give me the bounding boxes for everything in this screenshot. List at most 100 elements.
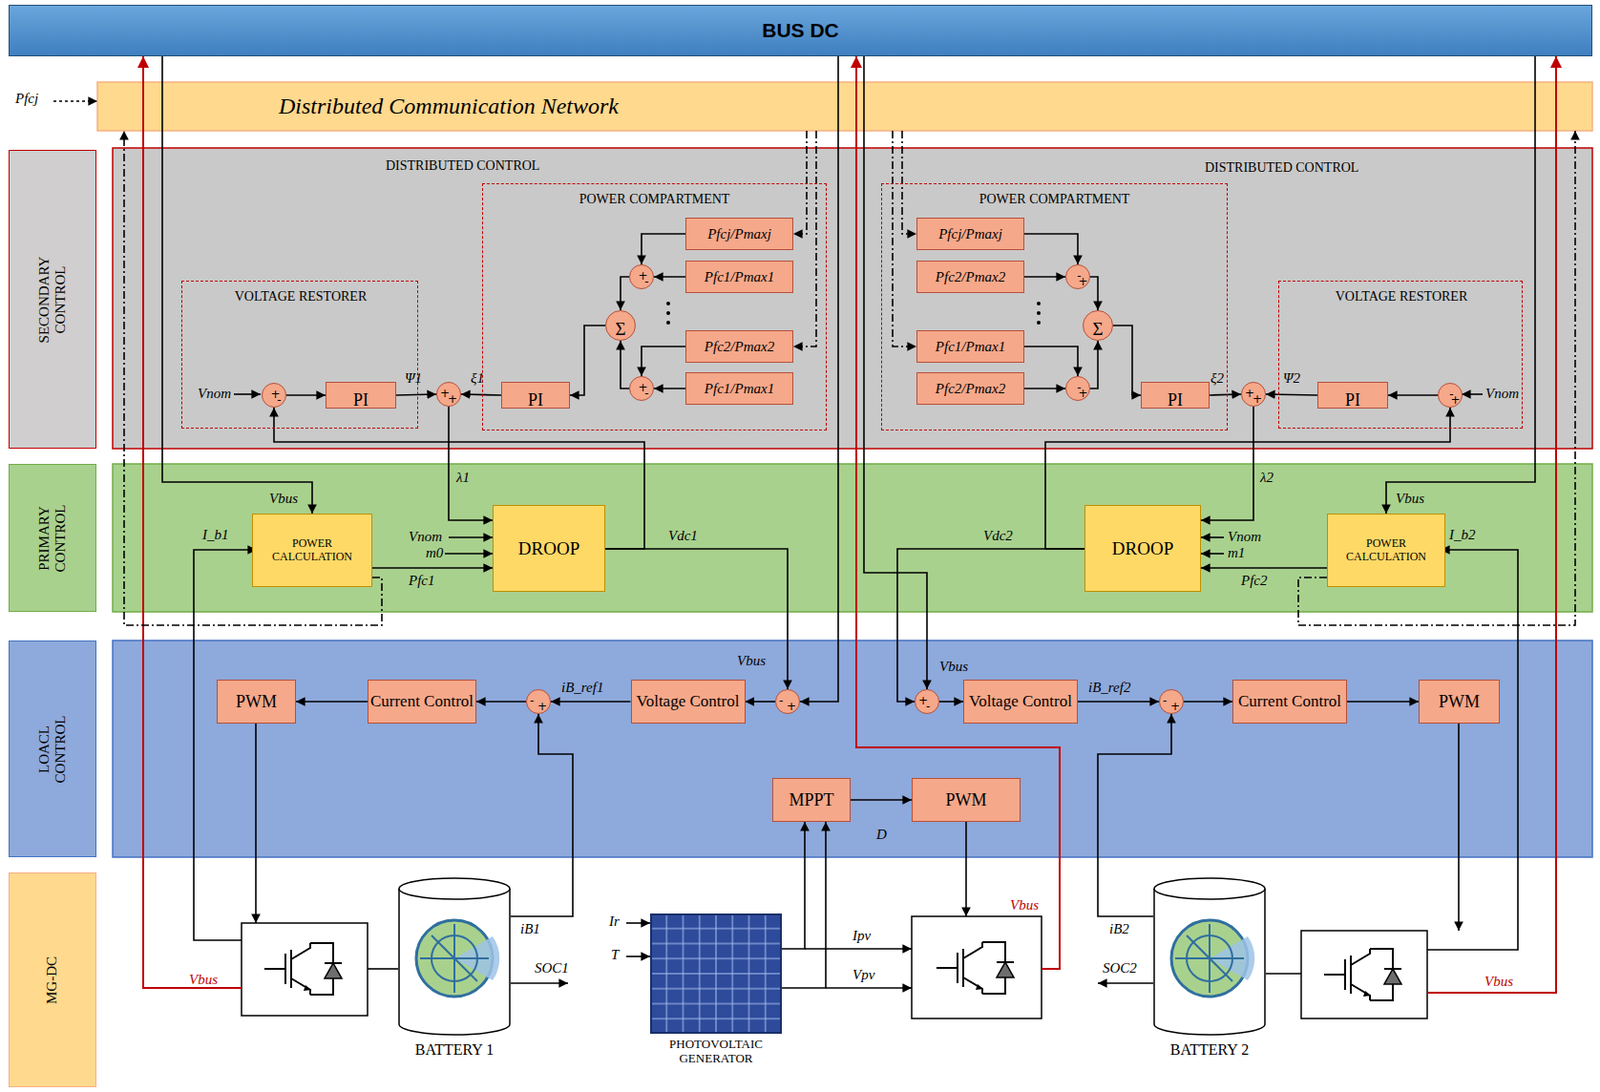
node-text: + — [1252, 393, 1263, 405]
node-text: DROOP — [518, 538, 580, 560]
signal-connector — [1024, 346, 1078, 377]
node-text: - — [273, 394, 286, 406]
signal-label: Vdc2 — [983, 527, 1013, 545]
bus-power-lines — [143, 56, 1557, 993]
block-box: PI — [325, 381, 397, 409]
signal-connector — [1200, 567, 1327, 569]
ratio-box: Pfc1/Pmax1 — [685, 372, 794, 405]
signal-connector — [1024, 233, 1078, 265]
dashed-group: VOLTAGE RESTORER+-PI — [181, 280, 419, 429]
node-text: POWER COMPARTMENT — [882, 191, 1227, 208]
node-text: Pfcj/Pmaxj — [686, 226, 793, 243]
ratio-box: Pfc1/Pmax1 — [916, 330, 1025, 363]
ratio-box: Pfc1/Pmax1 — [685, 260, 794, 294]
signal-label: Vbus — [939, 658, 969, 675]
node-text: Pfcj/Pmaxj — [917, 226, 1024, 243]
signal-connector — [793, 130, 817, 347]
node-text: + — [265, 388, 286, 400]
signal-connector — [448, 406, 493, 521]
block-box: PWM — [216, 679, 296, 724]
signal-connector — [569, 325, 606, 396]
signal-connector — [1183, 700, 1233, 703]
node-text: + — [1076, 387, 1090, 400]
ratio-box: Pfc2/Pmax2 — [685, 330, 794, 363]
node-text: - — [778, 694, 783, 707]
signal-connector — [653, 275, 686, 278]
node-text: - — [926, 700, 930, 713]
node-text: Pfc2/Pmax2 — [686, 338, 793, 356]
block-box: Voltage Control — [963, 679, 1078, 724]
layer-label: SECONDARY CONTROL — [8, 149, 97, 449]
signal-connector — [800, 56, 839, 702]
battery-drawing — [398, 877, 511, 1036]
signal-connector — [902, 130, 917, 234]
dashed-group: POWER COMPARTMENTPfcj/PmaxjPfc2/Pmax2Pfc… — [881, 183, 1228, 431]
signal-label: Vbus — [736, 652, 766, 670]
signal-label: Ψ1 — [404, 370, 422, 387]
sum-junction: ++ — [436, 381, 462, 407]
node-text: MG-DC — [43, 923, 61, 1038]
signal-connector — [1024, 387, 1066, 390]
signal-connector — [850, 799, 912, 801]
node-text: + — [447, 393, 458, 405]
battery-drawing — [1153, 877, 1266, 1036]
node-text: PRIMARY CONTROL — [36, 481, 70, 596]
node-text: Voltage Control — [968, 692, 1073, 712]
network-band: Distributed Communication Network — [97, 82, 1593, 131]
signal-label: Pfc1 — [408, 572, 436, 590]
block-box: PWM — [1418, 679, 1500, 724]
signal-connector — [605, 548, 788, 690]
block-box: Current Control — [1232, 679, 1348, 724]
signal-connector — [1113, 325, 1141, 396]
signal-connector — [476, 700, 527, 703]
node-text: DISTRIBUTED CONTROL — [385, 158, 540, 174]
node-text: BUS DC — [761, 19, 840, 43]
sum-junction: -+ — [1158, 689, 1184, 715]
node-text: POWER CALCULATION — [252, 537, 372, 565]
signal-connector — [461, 394, 502, 396]
function-block: DROOP — [1084, 505, 1201, 592]
block-box: PI — [1140, 381, 1210, 409]
signal-connector — [620, 340, 630, 389]
signal-connector — [510, 714, 573, 917]
signal-connector — [396, 394, 437, 396]
node-text: MPPT — [788, 790, 834, 811]
signal-label: Pfcj — [15, 90, 39, 107]
node-text: - — [640, 387, 653, 400]
signal-connector — [1090, 340, 1098, 389]
pv-drawing — [650, 913, 782, 1034]
node-text: Voltage Control — [636, 692, 740, 712]
sum-junction: -+ — [1065, 264, 1091, 290]
signal-connector — [162, 56, 313, 514]
signal-connector — [1386, 56, 1536, 514]
signal-label: iB_ref2 — [1088, 679, 1131, 696]
layer-label: PRIMARY CONTROL — [8, 463, 97, 612]
signal-connector — [1024, 275, 1066, 278]
ratio-box: Pfcj/Pmaxj — [685, 217, 794, 251]
signal-label: Ir — [609, 913, 620, 930]
node-text: + — [1076, 275, 1090, 288]
sum-junction: +- — [629, 264, 654, 290]
control-panel: DISTRIBUTED CONTROL DISTRIBUTED CONTROL PO… — [112, 147, 1593, 449]
sum-junction: Σ — [1082, 310, 1114, 341]
signal-label: D — [876, 826, 887, 843]
node-text: Distributed Communication Network — [278, 93, 619, 121]
signal-connector — [641, 233, 686, 265]
node-text: DISTRIBUTED CONTROL — [1204, 160, 1359, 176]
block-box: Current Control — [367, 679, 477, 724]
node-text: - — [529, 694, 534, 707]
signal-connector — [372, 567, 493, 569]
signal-label: Vnom — [408, 528, 443, 546]
signal-connector — [641, 346, 686, 377]
node-text: + — [786, 700, 797, 713]
node-text: + — [537, 700, 548, 713]
node-text: - — [1162, 694, 1167, 707]
signal-connector — [781, 821, 805, 949]
node-text: + — [1449, 394, 1462, 406]
signal-connector — [124, 130, 382, 626]
signal-connector — [793, 130, 807, 234]
node-text: LOACL CONTROL — [36, 692, 70, 807]
signal-connector — [1090, 276, 1098, 311]
signal-label: Vbus — [1395, 490, 1425, 507]
signal-label: Vdc1 — [668, 527, 698, 545]
